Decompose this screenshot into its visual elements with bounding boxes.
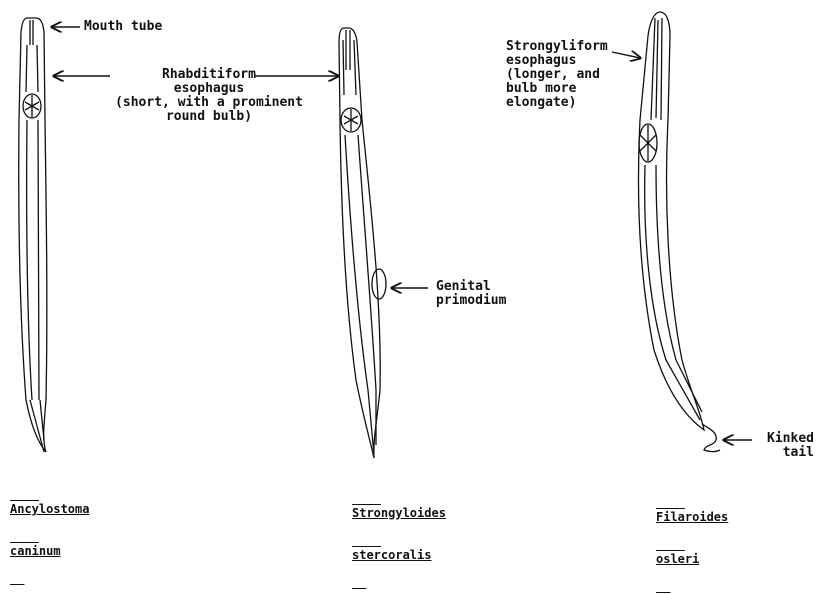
larva-3-kinked-tail	[702, 424, 720, 452]
larva-1-intestine	[27, 120, 39, 400]
larva-1-outline	[19, 18, 47, 452]
species-3-epithet: osleri	[656, 552, 728, 566]
species-filaroides: Filaroides osleri	[656, 482, 728, 594]
species-strongyloides: Strongyloides stercoralis	[352, 478, 446, 590]
larva-filaroides	[639, 12, 720, 452]
larva-ancylostoma	[19, 18, 47, 452]
species-1-genus: Ancylostoma	[10, 502, 89, 516]
label-genital-primordium: Genital primodium	[436, 280, 506, 308]
label-strongyliform-esophagus: Strongyliform esophagus (longer, and bul…	[506, 40, 608, 110]
species-ancylostoma: Ancylostoma caninum	[10, 474, 89, 586]
larva-1-esophagus	[26, 45, 38, 92]
larva-2-genital-primordium	[372, 269, 386, 299]
species-3-genus: Filaroides	[656, 510, 728, 524]
larva-3-esophagus	[651, 18, 662, 120]
species-2-epithet: stercoralis	[352, 548, 446, 562]
larvae-diagram: Mouth tube Rhabditiform esophagus (short…	[0, 0, 816, 510]
larva-strongyloides	[339, 28, 386, 458]
arrow-strongyliform	[612, 52, 640, 58]
label-rhabditiform-esophagus: Rhabditiform esophagus (short, with a pr…	[100, 68, 318, 124]
larva-3-outline	[639, 12, 704, 430]
larva-3-intestine	[645, 165, 676, 360]
larva-2-intestine	[345, 135, 376, 390]
species-1-epithet: caninum	[10, 544, 89, 558]
larva-2-mouth-tube	[346, 30, 350, 70]
label-mouth-tube: Mouth tube	[84, 20, 162, 34]
species-2-genus: Strongyloides	[352, 506, 446, 520]
larva-2-outline	[339, 28, 380, 458]
label-kinked-tail: Kinked tail	[756, 432, 814, 460]
larva-1-mouth-tube	[30, 20, 33, 45]
